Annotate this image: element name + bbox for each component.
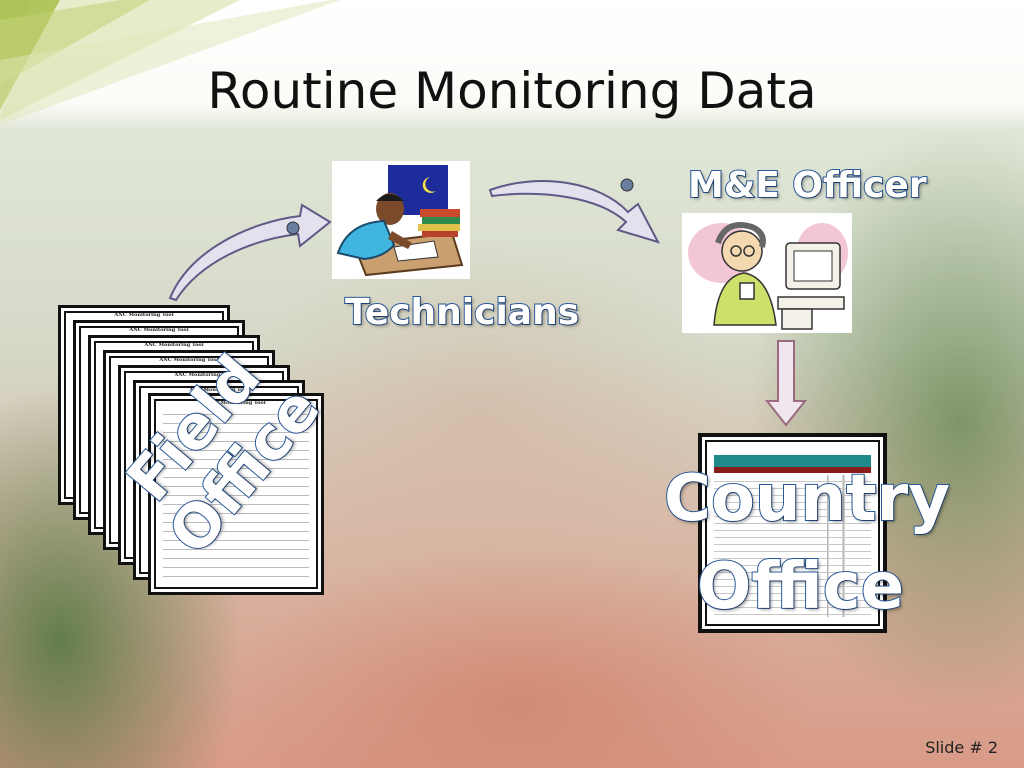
table-header-bar (714, 455, 871, 467)
me-officer-clipart (682, 213, 852, 333)
technicians-label: Technicians (344, 291, 580, 334)
country-office-document (698, 433, 887, 633)
woman-at-computer-icon (688, 222, 848, 330)
person-studying-icon (336, 165, 464, 277)
field-document-front: ANC Monitoring Tool (148, 393, 324, 595)
me-officer-label: M&E Officer (687, 164, 928, 207)
slide-title: Routine Monitoring Data (207, 62, 817, 120)
table-grid (714, 475, 871, 617)
header-band (0, 0, 1024, 130)
wheat-leaves-decoration (0, 0, 340, 125)
slide-number: Slide # 2 (925, 738, 998, 757)
country-office-label-line2: Office (696, 550, 905, 624)
arrow-me-to-country (764, 340, 808, 427)
arrow-technicians-to-me (488, 178, 660, 244)
technicians-clipart (332, 161, 470, 279)
arrow-field-to-technicians (168, 203, 332, 302)
table-band-bar (714, 467, 871, 473)
country-office-label-line1: Country (663, 462, 951, 536)
